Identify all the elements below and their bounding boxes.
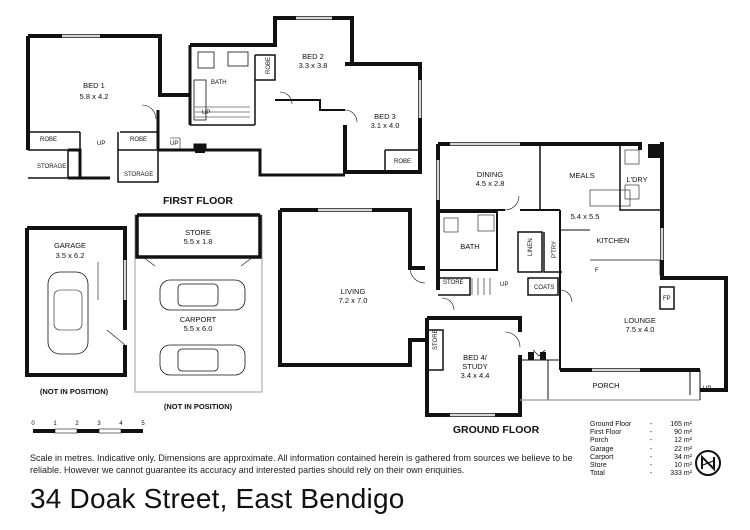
- carport-name: CARPORT: [180, 315, 217, 324]
- pantry-label: P'TRY: [552, 241, 558, 258]
- area-row: Total-333 m²: [590, 470, 692, 478]
- scale-tick-1: 1: [53, 421, 57, 427]
- room-labels: BED 1 5.8 x 4.2 ROBE ROBE UP STORAGE STO…: [37, 52, 711, 392]
- bed4-name-line2: STUDY: [462, 362, 487, 371]
- compass-icon: [695, 450, 721, 476]
- bed2-name: BED 2: [302, 52, 324, 61]
- coats-label: COATS: [534, 285, 554, 291]
- carport-not-in-position: (NOT IN POSITION): [164, 402, 233, 411]
- fridge-label: F: [595, 268, 599, 274]
- headings: FIRST FLOOR GROUND FLOOR (NOT IN POSITIO…: [40, 195, 540, 436]
- store-carport-name: STORE: [185, 228, 211, 237]
- ground-store-label: STORE: [443, 280, 464, 286]
- bed2-robe: ROBE: [266, 57, 272, 74]
- bed1-name: BED 1: [83, 81, 105, 90]
- area-table: Ground Floor-165 m² First Floor-90 m² Po…: [590, 421, 692, 478]
- area-row: Porch-12 m²: [590, 437, 692, 445]
- scale-tick-3: 3: [97, 421, 101, 427]
- living-size: 7.2 x 7.0: [339, 296, 368, 305]
- kitchen-name: KITCHEN: [597, 236, 630, 245]
- property-address: 34 Doak Street, East Bendigo: [30, 483, 405, 514]
- ground-floor-plan: [278, 142, 728, 417]
- first-floor-plan: [26, 16, 422, 183]
- carport-size: 5.5 x 6.0: [184, 324, 213, 333]
- disclaimer-text: Scale in metres. Indicative only. Dimens…: [30, 453, 573, 475]
- bath-ground-label: BATH: [460, 242, 479, 251]
- bed1-robe-right: ROBE: [130, 137, 147, 143]
- dining-name: DINING: [477, 170, 503, 179]
- bed1-size: 5.8 x 4.2: [80, 92, 109, 101]
- ground-floor-heading: GROUND FLOOR: [453, 424, 540, 436]
- garage-not-in-position: (NOT IN POSITION): [40, 387, 109, 396]
- area-row: Garage-22 m²: [590, 445, 692, 453]
- bed4-store-label: STORE: [433, 329, 439, 350]
- bath-upper-label: BATH: [211, 80, 227, 86]
- garage-name: GARAGE: [54, 241, 86, 250]
- laundry-label: L'DRY: [626, 175, 647, 184]
- bed4-name: BED 4/: [463, 353, 488, 362]
- scale-tick-4: 4: [119, 421, 123, 427]
- lounge-name: LOUNGE: [624, 316, 656, 325]
- garage-size: 3.5 x 6.2: [56, 251, 85, 260]
- garage-plan: [25, 226, 127, 377]
- area-row: Carport-34 m²: [590, 453, 692, 461]
- scale-tick-2: 2: [75, 421, 79, 427]
- lounge-size: 7.5 x 4.0: [626, 325, 655, 334]
- scale-bar: 0 1 2 3 4 5: [31, 421, 145, 434]
- porch-label: PORCH: [592, 381, 619, 390]
- first-floor-heading: FIRST FLOOR: [163, 195, 233, 207]
- bed4-size: 3.4 x 4.4: [461, 371, 490, 380]
- storage-right: STORAGE: [124, 172, 153, 178]
- scale-tick-0: 0: [31, 421, 35, 427]
- dining-size: 4.5 x 2.8: [476, 179, 505, 188]
- porch-up-label: UP: [703, 386, 711, 392]
- fireplace-label: FP: [663, 296, 671, 302]
- bed3-name: BED 3: [374, 112, 396, 121]
- bed2-size: 3.3 x 3.8: [299, 61, 328, 70]
- area-row: First Floor-90 m²: [590, 429, 692, 437]
- kitchen-size: 5.4 x 5.5: [571, 212, 600, 221]
- bath-up: UP: [202, 110, 210, 116]
- stair-up-first: UP: [170, 141, 178, 147]
- storage-left: STORAGE: [37, 164, 66, 170]
- scale-tick-5: 5: [141, 421, 145, 427]
- living-name: LIVING: [341, 287, 366, 296]
- bed3-robe: ROBE: [394, 159, 411, 165]
- bed3-size: 3.1 x 4.0: [371, 121, 400, 130]
- ground-up-label: UP: [500, 282, 508, 288]
- meals-label: MEALS: [569, 171, 594, 180]
- linen-label: LINEN: [528, 238, 534, 256]
- area-row: Ground Floor-165 m²: [590, 421, 692, 428]
- bed1-up: UP: [97, 141, 105, 147]
- store-carport-size: 5.5 x 1.8: [184, 237, 213, 246]
- area-row: Store-10 m²: [590, 462, 692, 470]
- bed1-robe-left: ROBE: [40, 137, 57, 143]
- carport-plan: [134, 213, 263, 393]
